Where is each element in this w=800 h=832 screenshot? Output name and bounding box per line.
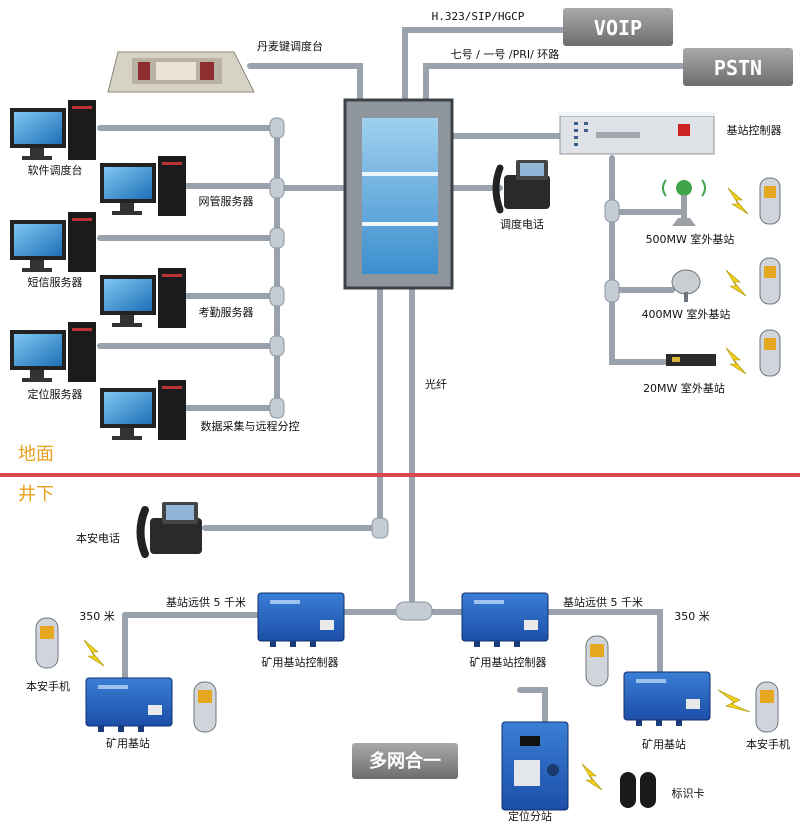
server-label-0: 软件调度台 <box>28 163 83 177</box>
multi-network-badge: 多网合一 <box>352 743 458 779</box>
dispatch-console-label: 丹麦键调度台 <box>257 39 323 53</box>
mine-station-right[interactable] <box>623 671 711 726</box>
below-ground-label: 井下 <box>18 484 54 505</box>
pipe-joints <box>269 117 620 621</box>
positioning-substation[interactable] <box>501 721 569 811</box>
positioning-substation-label: 定位分站 <box>508 809 552 823</box>
voip-label: VOIP <box>594 16 642 40</box>
server-label-4: 定位服务器 <box>28 387 83 401</box>
antenna-500mw-icon <box>662 179 706 226</box>
base-station-controller[interactable] <box>556 112 718 155</box>
mine-station-right-label: 矿用基站 <box>642 737 686 751</box>
multi-network-label: 多网合一 <box>369 750 441 772</box>
computer-nms-server[interactable] <box>100 156 186 216</box>
desk-phone-icon[interactable] <box>492 160 550 214</box>
mine-controller-right-label: 矿用基站控制器 <box>470 655 547 669</box>
computer-sms-server[interactable] <box>10 212 96 272</box>
pstn-label: PSTN <box>714 56 762 80</box>
id-card-label: 标识卡 <box>672 786 705 800</box>
server-label-5: 数据采集与远程分控 <box>201 419 300 433</box>
pstn-node[interactable]: PSTN <box>683 48 793 86</box>
surface-divider: 地面 井下 <box>0 444 800 505</box>
range-350-right: 350 米 <box>674 610 710 623</box>
handset-right-label: 本安手机 <box>746 737 790 751</box>
server-label-2: 短信服务器 <box>28 275 83 289</box>
mine-controller-right[interactable] <box>461 592 549 647</box>
core-switch[interactable] <box>343 98 454 290</box>
wireless-signal-icons <box>83 187 751 791</box>
server-label-3: 考勤服务器 <box>199 306 254 319</box>
mine-controller-left[interactable] <box>257 592 345 647</box>
outdoor-station-label-1: 400MW 室外基站 <box>642 307 731 321</box>
pstn-protocols: 七号 / 一号 /PRI/ 环路 <box>451 48 560 61</box>
remote-power-right: 基站远供 5 千米 <box>563 595 643 609</box>
mine-station-left[interactable] <box>85 677 173 732</box>
intrinsic-phone-icon[interactable] <box>136 502 203 558</box>
id-card-icon <box>620 772 656 808</box>
remote-power-left: 基站远供 5 千米 <box>166 595 246 609</box>
above-ground-label: 地面 <box>18 444 54 465</box>
intrinsic-phone-label: 本安电话 <box>76 531 120 545</box>
voip-protocols: H.323/SIP/HGCP <box>432 10 525 23</box>
computer-software-dispatch[interactable] <box>10 100 96 160</box>
mine-station-left-label: 矿用基站 <box>106 736 150 750</box>
dish-400mw-icon <box>671 269 701 302</box>
server-label-1: 网管服务器 <box>199 194 254 208</box>
handset-icons <box>35 177 781 733</box>
dispatch-console-icon <box>107 51 255 93</box>
outdoor-station-label-0: 500MW 室外基站 <box>646 232 735 246</box>
handset-left-label: 本安手机 <box>26 679 70 693</box>
radio-20mw-icon <box>666 354 716 366</box>
outdoor-station-label-2: 20MW 室外基站 <box>643 381 725 395</box>
base-controller-label: 基站控制器 <box>727 123 782 137</box>
computer-positioning-server[interactable] <box>10 322 96 382</box>
voip-node[interactable]: VOIP <box>563 8 673 46</box>
fiber-label: 光纤 <box>425 377 447 391</box>
mine-controller-left-label: 矿用基站控制器 <box>262 655 339 669</box>
range-350-left: 350 米 <box>79 610 115 623</box>
computer-attendance-server[interactable] <box>100 268 186 328</box>
dispatch-phone-label: 调度电话 <box>500 217 544 231</box>
computer-data-acquisition[interactable] <box>100 380 186 440</box>
